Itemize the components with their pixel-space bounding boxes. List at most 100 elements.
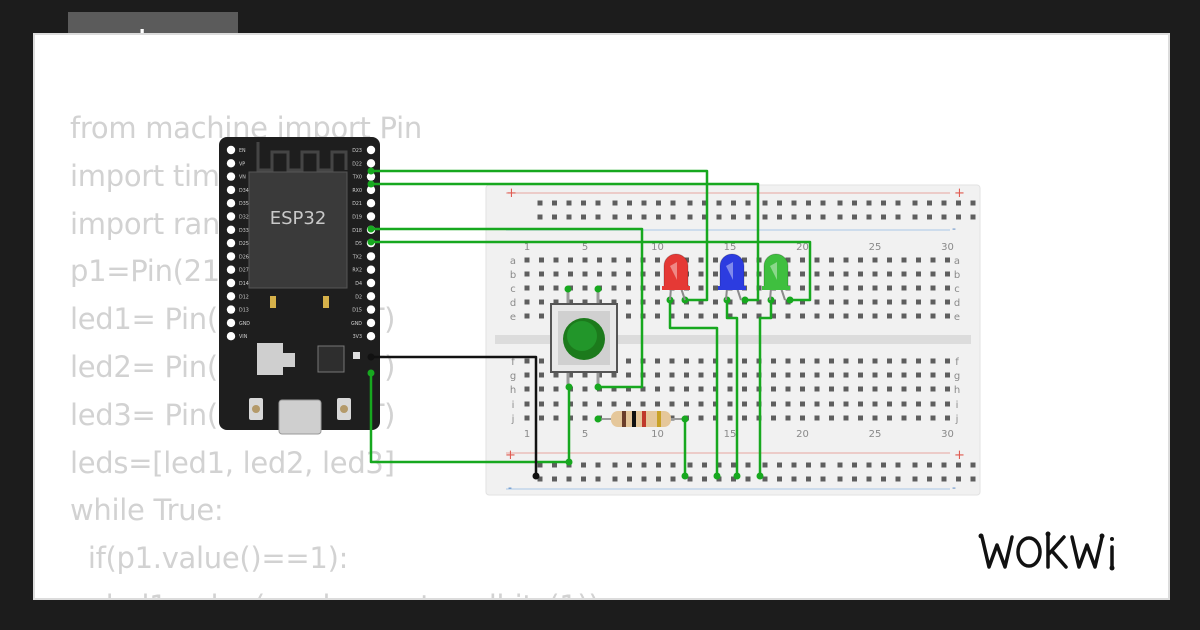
column-number: 25 bbox=[869, 429, 882, 440]
esp32-pin[interactable] bbox=[366, 278, 376, 288]
esp32-pin-label: D14 bbox=[239, 281, 249, 287]
led-blue bbox=[718, 253, 746, 301]
esp32-pin-label: D26 bbox=[239, 254, 249, 260]
row-letter: c bbox=[510, 284, 516, 295]
leds bbox=[662, 253, 790, 301]
esp32-pin[interactable] bbox=[366, 145, 376, 155]
esp32-pin[interactable] bbox=[366, 292, 376, 301]
esp32-pin-label: D25 bbox=[239, 241, 249, 247]
row-letter: a bbox=[510, 256, 516, 267]
esp32-pin[interactable] bbox=[226, 305, 236, 314]
wires bbox=[367, 167, 812, 480]
column-number: 15 bbox=[724, 242, 737, 253]
row-letter: f bbox=[511, 357, 515, 368]
esp32-pin[interactable] bbox=[226, 212, 236, 221]
code-line: led1.value(random.getrandbits(1)) bbox=[70, 583, 600, 598]
esp32-pin-label: D27 bbox=[239, 268, 249, 274]
esp32-pin-label: D13 bbox=[239, 308, 249, 314]
esp32-pin[interactable] bbox=[226, 318, 236, 328]
esp32-pin-label: RX2 bbox=[352, 268, 362, 274]
esp32-pin[interactable] bbox=[226, 172, 236, 181]
code-line: import time bbox=[70, 158, 238, 193]
led-red bbox=[662, 253, 690, 301]
column-number: 5 bbox=[582, 429, 588, 440]
esp32-pin-label: VN bbox=[239, 175, 246, 181]
esp32-pin[interactable] bbox=[226, 159, 236, 168]
row-letter: d bbox=[510, 298, 516, 309]
esp32-pin-label: D21 bbox=[352, 201, 362, 207]
esp32-pin[interactable] bbox=[226, 332, 236, 341]
pushbutton[interactable] bbox=[550, 289, 618, 387]
row-letter: j bbox=[955, 414, 959, 425]
esp32-pin[interactable] bbox=[366, 185, 376, 195]
row-letter: b bbox=[510, 270, 516, 281]
esp32-pin[interactable] bbox=[226, 252, 236, 261]
esp32-pin-label: D18 bbox=[352, 228, 362, 234]
column-number: 20 bbox=[796, 429, 809, 440]
row-letter: g bbox=[954, 371, 960, 382]
row-letter: j bbox=[511, 414, 515, 425]
row-letter: c bbox=[954, 284, 960, 295]
esp32-pin-label: D33 bbox=[239, 228, 249, 234]
esp32-pin-label: D2 bbox=[355, 294, 362, 300]
esp32-pin-label: D12 bbox=[239, 294, 249, 300]
esp32-pin-label: TX2 bbox=[352, 254, 362, 260]
column-number: 30 bbox=[941, 242, 954, 253]
esp32-pin-label: D35 bbox=[239, 201, 249, 207]
esp32-pin[interactable] bbox=[226, 145, 236, 155]
wokwi-logo bbox=[978, 531, 1115, 571]
esp32-pin[interactable] bbox=[226, 199, 236, 208]
rail-minus: - bbox=[952, 222, 956, 235]
row-letter: i bbox=[956, 400, 959, 411]
row-letter: h bbox=[954, 385, 960, 396]
rail-minus: - bbox=[508, 481, 512, 494]
row-letter: e bbox=[510, 312, 516, 323]
code-line: leds=[led1, led2, led3] bbox=[70, 445, 395, 480]
esp32-pin[interactable] bbox=[366, 305, 376, 314]
esp32-pin-label: RX0 bbox=[352, 188, 362, 194]
rail-plus-top: + bbox=[506, 186, 517, 201]
rail-plus-top-right: + bbox=[954, 186, 965, 201]
esp32-pin-label: VP bbox=[239, 161, 245, 167]
esp32-pin[interactable] bbox=[366, 318, 376, 328]
esp32-label: ESP32 bbox=[270, 208, 327, 229]
esp32-pin[interactable] bbox=[226, 292, 236, 301]
breadboard-holes bbox=[524, 200, 976, 482]
esp32-pin[interactable] bbox=[226, 225, 236, 234]
esp32-pin[interactable] bbox=[366, 252, 376, 261]
rail-plus-bottom: + bbox=[505, 448, 516, 463]
rail-plus-bottom-right: + bbox=[954, 448, 965, 463]
esp32-pin-label: GND bbox=[239, 321, 250, 327]
esp32-pin[interactable] bbox=[226, 278, 236, 288]
esp32-pin-label: GND bbox=[351, 321, 362, 327]
esp32-pin-label: D32 bbox=[239, 215, 249, 221]
esp32-pin-label: D4 bbox=[355, 281, 362, 287]
esp32-pin[interactable] bbox=[226, 238, 236, 248]
esp32-pin[interactable] bbox=[366, 265, 376, 274]
esp32-pin[interactable] bbox=[226, 185, 236, 195]
row-letter: g bbox=[510, 371, 516, 382]
esp32-pin-label: EN bbox=[239, 148, 246, 154]
code-line: if(p1.value()==1): bbox=[70, 541, 349, 576]
row-letter: d bbox=[954, 298, 960, 309]
column-number: 10 bbox=[651, 429, 664, 440]
esp32-pin-label: D5 bbox=[355, 241, 362, 247]
esp32-pin[interactable] bbox=[226, 265, 236, 274]
row-letter: e bbox=[954, 312, 960, 323]
column-number: 1 bbox=[524, 242, 530, 253]
row-letter: b bbox=[954, 270, 960, 281]
column-number: 25 bbox=[869, 242, 882, 253]
code-line: while True: bbox=[70, 493, 224, 528]
column-number: 5 bbox=[582, 242, 588, 253]
esp32-pin[interactable] bbox=[366, 159, 376, 168]
esp32-pin[interactable] bbox=[366, 199, 376, 208]
led-green bbox=[762, 253, 790, 301]
esp32-pin[interactable] bbox=[366, 172, 376, 181]
esp32-pin-label: VIN bbox=[239, 334, 248, 340]
esp32-pin[interactable] bbox=[366, 332, 376, 341]
esp32-pin-label: D15 bbox=[352, 308, 362, 314]
esp32-pin[interactable] bbox=[366, 212, 376, 221]
esp32-pin-label: D34 bbox=[239, 188, 249, 194]
